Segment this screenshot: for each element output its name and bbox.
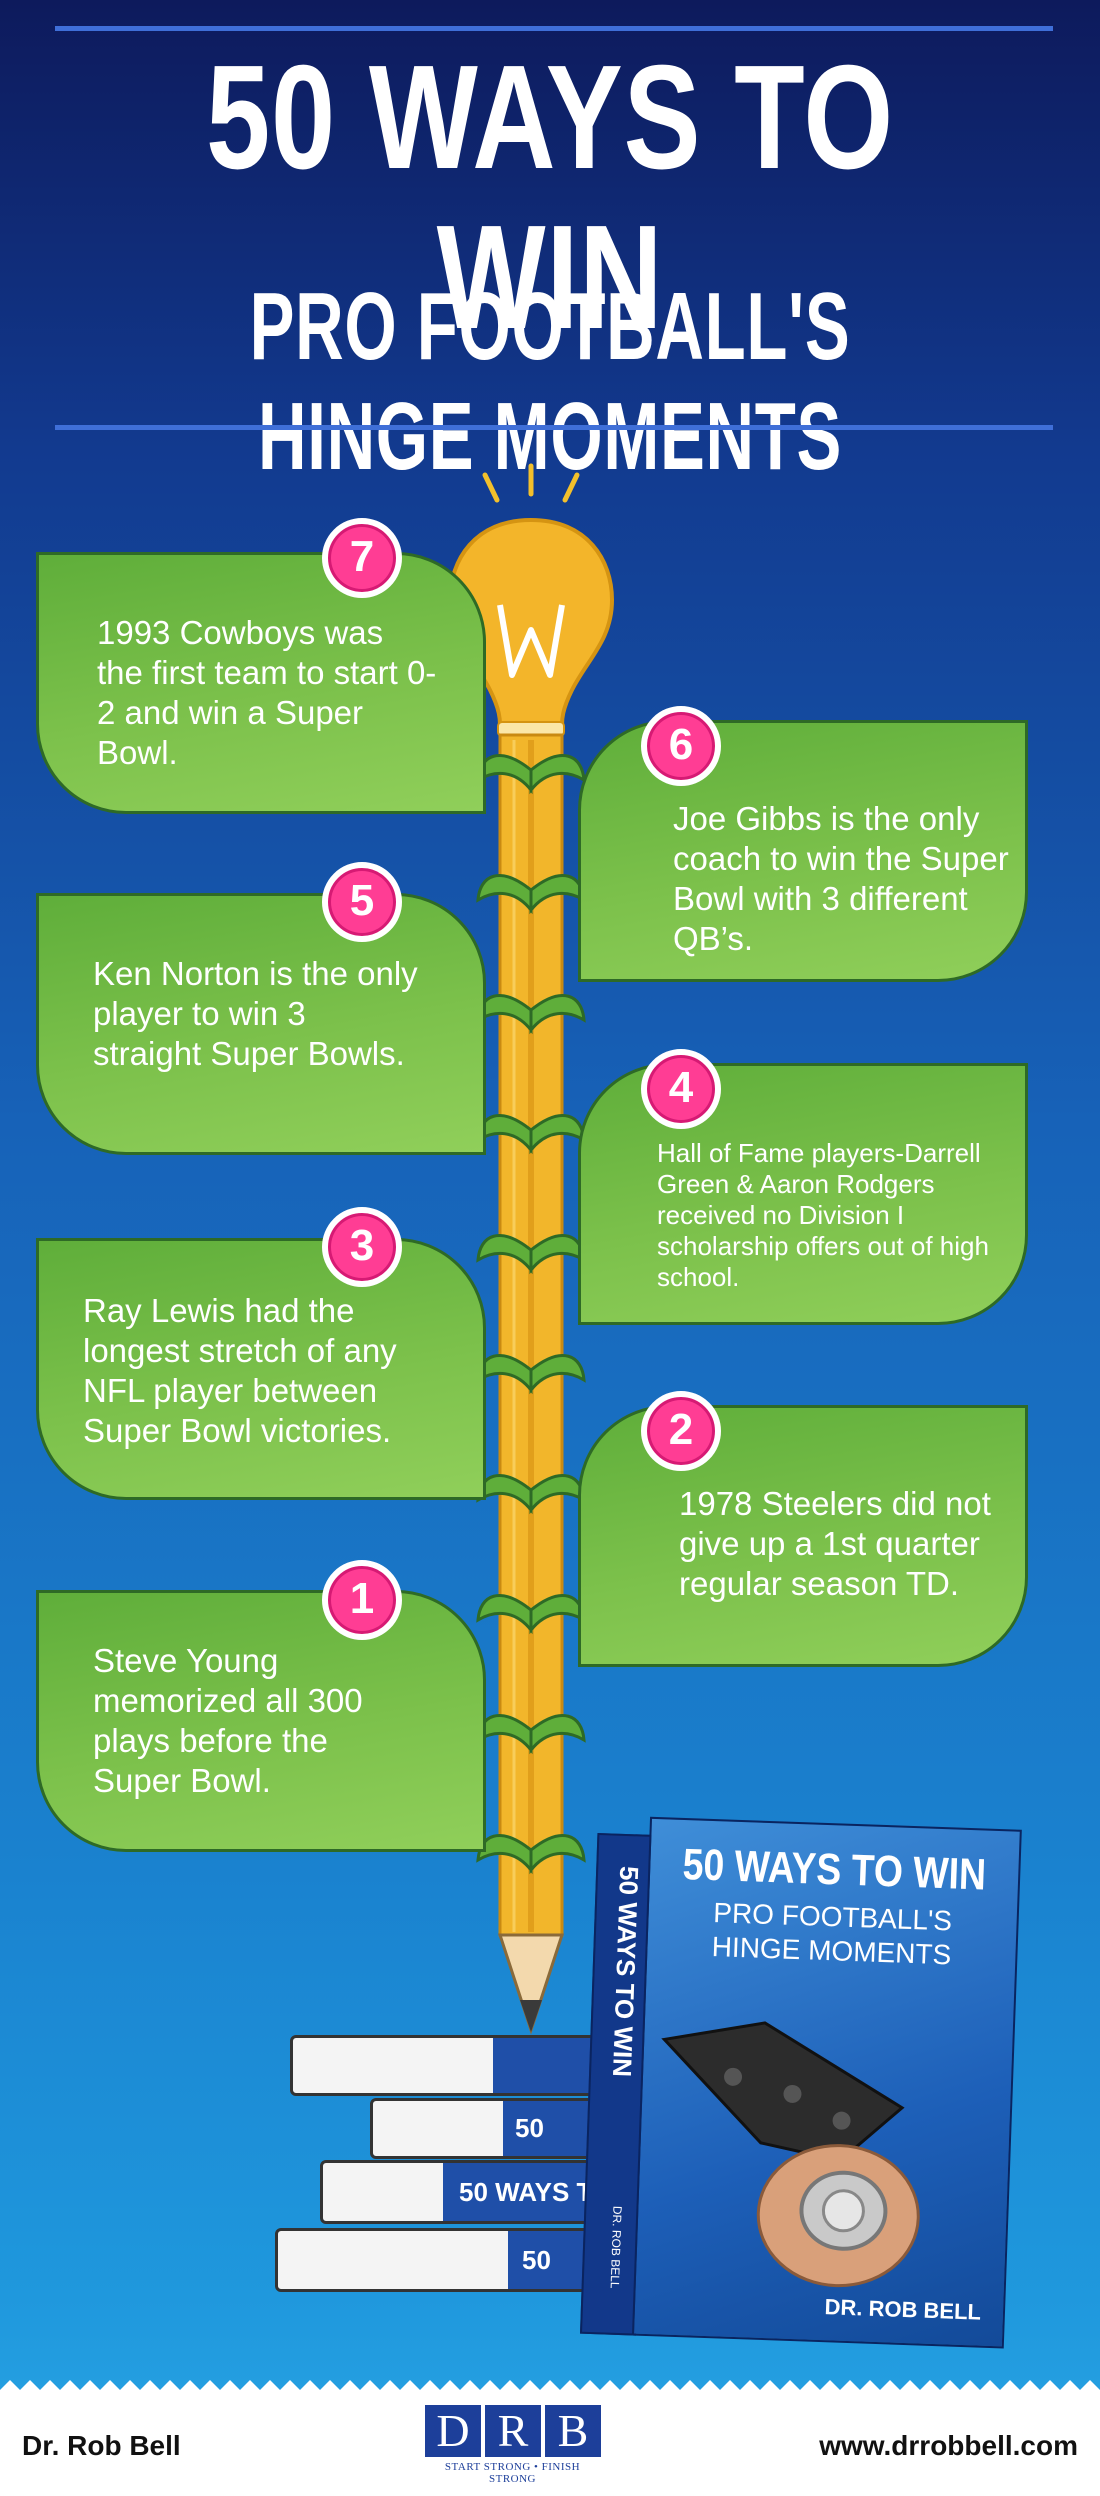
page-subtitle: PRO FOOTBALL'S HINGE MOMENTS — [249, 273, 851, 490]
fact-card-7: 1993 Cowboys was the first team to start… — [36, 552, 486, 814]
stem-leaves — [476, 754, 586, 1875]
book-spine-title: 50 WAYS TO WIN — [606, 1865, 645, 2078]
footer-author: Dr. Rob Bell — [22, 2430, 181, 2461]
fact-text-2: 1978 Steelers did not give up a 1st quar… — [679, 1485, 991, 1602]
footer-website-link[interactable]: www.drrobbell.com — [819, 2430, 1078, 2461]
fact-card-3: Ray Lewis had the longest stretch of any… — [36, 1238, 486, 1500]
fact-number-badge-6: 6 — [641, 706, 721, 786]
stacked-book-1 — [290, 2035, 636, 2096]
fact-number-badge-1: 1 — [322, 1560, 402, 1640]
header-top-rule — [55, 26, 1053, 31]
drb-logo-letter-d: D — [425, 2405, 481, 2457]
book-cover-title: 50 WAYS TO WIN — [681, 1839, 987, 1900]
fact-card-1: Steve Young memorized all 300 plays befo… — [36, 1590, 486, 1852]
fact-card-5: Ken Norton is the only player to win 3 s… — [36, 893, 486, 1155]
fact-text-3: Ray Lewis had the longest stretch of any… — [83, 1292, 397, 1449]
featured-book: 50 WAYS TO WIN DR. ROB BELL 50 WAYS TO W… — [579, 1815, 1022, 2349]
pencil-tip — [497, 1933, 565, 2035]
fact-number-badge-2: 2 — [641, 1391, 721, 1471]
football-and-ring-illustration — [661, 2021, 920, 2288]
fact-number-badge-5: 5 — [322, 862, 402, 942]
page-title: 50 WAYS TO WIN — [206, 35, 894, 360]
fact-text-7: 1993 Cowboys was the first team to start… — [97, 614, 437, 771]
book-spine-author: DR. ROB BELL — [607, 2205, 625, 2289]
drb-logo-letter-b: B — [545, 2405, 601, 2457]
bulb-rays — [482, 463, 580, 503]
book-cover-author: DR. ROB BELL — [824, 2294, 982, 2325]
drb-logo-letter-r: R — [485, 2405, 541, 2457]
footer: Dr. Rob Bell D R B START STRONG • FINISH… — [0, 2390, 1100, 2496]
book-cover: 50 WAYS TO WIN PRO FOOTBALL'S HINGE MOME… — [631, 1816, 1022, 2349]
drb-logo[interactable]: D R B START STRONG • FINISH STRONG — [425, 2405, 601, 2485]
fact-number-badge-3: 3 — [322, 1207, 402, 1287]
fact-text-1: Steve Young memorized all 300 plays befo… — [93, 1642, 363, 1799]
fact-number-badge-7: 7 — [322, 518, 402, 598]
fact-text-4: Hall of Fame players-Darrell Green & Aar… — [657, 1138, 989, 1292]
fact-text-5: Ken Norton is the only player to win 3 s… — [93, 955, 418, 1072]
fact-text-6: Joe Gibbs is the only coach to win the S… — [673, 800, 1009, 957]
drb-logo-tagline: START STRONG • FINISH STRONG — [444, 2461, 581, 2485]
header-bottom-rule — [55, 425, 1053, 430]
fact-number-badge-4: 4 — [641, 1049, 721, 1129]
